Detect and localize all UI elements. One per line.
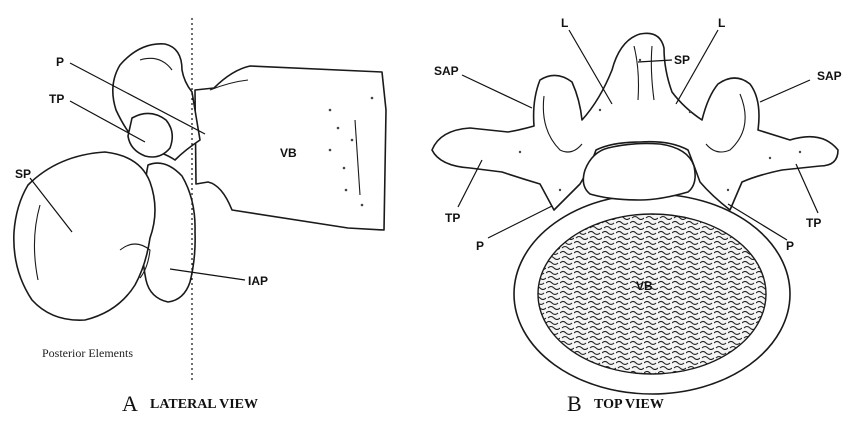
top-label-l-right: L — [718, 16, 725, 30]
top-label-tp-left: TP — [445, 211, 460, 225]
top-caption-letter: B — [567, 391, 582, 416]
lateral-label-tp: TP — [49, 92, 64, 106]
top-tp-right-leader — [796, 164, 818, 213]
lateral-caption-title: LATERAL VIEW — [150, 397, 258, 412]
top-label-p-right: P — [786, 239, 794, 253]
top-view-diagram: L L SP SAP SAP TP TP P P VB B TOP VIEW — [432, 16, 842, 416]
top-label-vb: VB — [636, 279, 653, 293]
top-caption-title: TOP VIEW — [594, 397, 664, 412]
lateral-region-note: Posterior Elements — [42, 346, 133, 360]
top-vertebral-body-cancellous — [538, 214, 766, 374]
lateral-label-sp: SP — [15, 167, 31, 181]
top-label-sap-left: SAP — [434, 64, 459, 78]
lateral-transverse-process — [128, 113, 172, 157]
lateral-label-vb: VB — [280, 146, 297, 160]
top-label-sp: SP — [674, 53, 690, 67]
top-sap-left-leader — [462, 75, 532, 108]
top-label-l-left: L — [561, 16, 568, 30]
top-vertebral-foramen — [583, 144, 695, 201]
lateral-view-diagram: P TP SP VB IAP Posterior Elements A LATE… — [14, 18, 386, 416]
lateral-label-iap: IAP — [248, 274, 268, 288]
lateral-label-p: P — [56, 55, 64, 69]
lateral-caption-letter: A — [122, 391, 138, 416]
top-label-sap-right: SAP — [817, 69, 842, 83]
top-sap-right-leader — [760, 80, 810, 102]
top-label-p-left: P — [476, 239, 484, 253]
top-label-tp-right: TP — [806, 216, 821, 230]
